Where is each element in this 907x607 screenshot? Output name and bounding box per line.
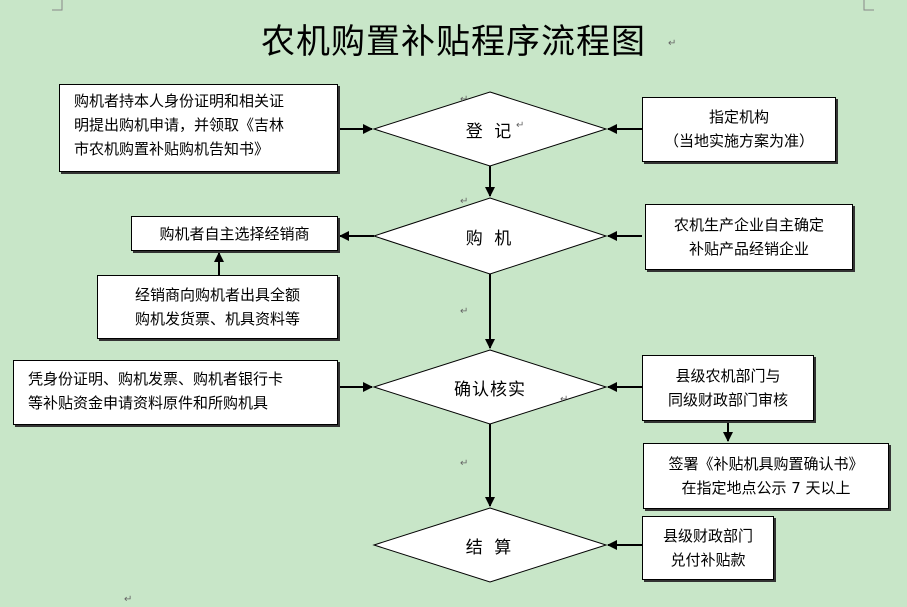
page-title: 农机购置补贴程序流程图 xyxy=(261,22,646,62)
crop-mark-top-right xyxy=(863,0,874,11)
paragraph-mark: ↵ xyxy=(668,38,677,49)
box-materials-line-2: 等补贴资金申请资料原件和所购机具 xyxy=(28,394,269,412)
paragraph-mark: ↵ xyxy=(460,306,469,317)
crop-mark-top-left xyxy=(52,0,63,11)
box-enterprise-line-1: 农机生产企业自主确定 xyxy=(673,216,824,234)
box-agency-line-1: 指定机构 xyxy=(708,108,769,126)
box-enterprise-line-2: 补贴产品经销企业 xyxy=(688,240,809,258)
box-materials: 凭身份证明、购机发票、购机者银行卡 等补贴资金申请资料原件和所购机具 xyxy=(13,360,338,425)
box-audit-line-2: 同级财政部门审核 xyxy=(667,391,788,409)
paragraph-mark: ↵ xyxy=(460,458,469,469)
box-sign: 签署《补贴机具购置确认书》 在指定地点公示 7 天以上 xyxy=(643,443,889,509)
box-invoice-line-1: 经销商向购机者出具全额 xyxy=(134,286,300,304)
box-apply-line-1: 购机者持本人身份证明和相关证 xyxy=(74,92,285,110)
box-apply-line-2: 明提出购机申请，并领取《吉林 xyxy=(74,116,285,134)
box-sign-line-1: 签署《补贴机具购置确认书》 xyxy=(668,455,864,473)
step-settle-label: 结 算 xyxy=(465,538,515,558)
box-enterprise: 农机生产企业自主确定 补贴产品经销企业 xyxy=(645,204,853,270)
box-select: 购机者自主选择经销商 xyxy=(131,216,338,251)
diamond-settle xyxy=(372,507,608,583)
box-pay-line-1: 县级财政部门 xyxy=(662,527,753,545)
box-apply-line-3: 市农机购置补贴购机告知书》 xyxy=(74,140,270,158)
paragraph-mark: ↵ xyxy=(560,394,569,405)
box-apply: 购机者持本人身份证明和相关证 明提出购机申请，并领取《吉林 市农机购置补贴购机告… xyxy=(59,84,338,172)
box-pay-line-2: 兑付补贴款 xyxy=(670,551,746,569)
paragraph-mark: ↵ xyxy=(124,594,133,605)
box-pay: 县级财政部门 兑付补贴款 xyxy=(642,516,774,580)
step-purchase-label: 购 机 xyxy=(465,229,515,249)
step-register-label: 登 记 xyxy=(465,122,515,142)
box-invoice-line-2: 购机发货票、机具资料等 xyxy=(134,310,300,328)
box-agency-line-2: （当地实施方案为准） xyxy=(663,132,814,150)
box-audit-line-1: 县级农机部门与 xyxy=(675,367,781,385)
box-audit: 县级农机部门与 同级财政部门审核 xyxy=(642,355,814,421)
box-materials-line-1: 凭身份证明、购机发票、购机者银行卡 xyxy=(28,370,284,388)
step-confirm-label: 确认核实 xyxy=(454,380,526,400)
paragraph-mark: ↵ xyxy=(516,120,525,131)
box-invoice: 经销商向购机者出具全额 购机发货票、机具资料等 xyxy=(97,275,338,339)
box-agency: 指定机构 （当地实施方案为准） xyxy=(642,97,836,162)
paragraph-mark: ↵ xyxy=(460,94,469,105)
paragraph-mark: ↵ xyxy=(460,196,469,207)
box-select-text: 购机者自主选择经销商 xyxy=(159,225,310,243)
box-sign-line-2: 在指定地点公示 7 天以上 xyxy=(681,479,851,497)
